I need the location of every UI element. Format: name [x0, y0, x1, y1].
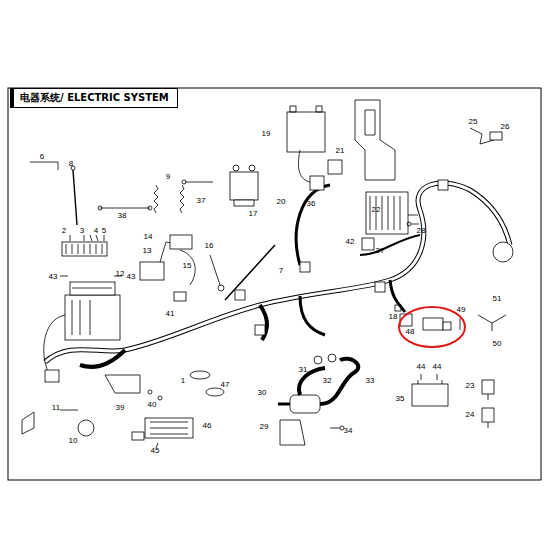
callout-number: 45: [151, 446, 160, 455]
callout-number: 51: [493, 294, 502, 303]
callout-number: 37: [197, 196, 206, 205]
callout-number: 13: [143, 246, 152, 255]
callout-number: 43: [49, 272, 58, 281]
callout-number: 50: [493, 339, 502, 348]
callout-number: 18: [389, 312, 398, 321]
callout-number: 28: [417, 226, 426, 235]
callout-number: 24: [466, 410, 475, 419]
callout-number: 49: [457, 305, 466, 314]
callout-number: 8: [69, 159, 73, 168]
callout-number: 43: [127, 272, 136, 281]
callout-number: 16: [205, 241, 214, 250]
callout-number: 1: [181, 376, 185, 385]
callout-number: 9: [166, 172, 170, 181]
callout-number: 34: [344, 426, 353, 435]
diagram-title: 电器系统/ ELECTRIC SYSTEM: [20, 92, 169, 103]
callout-number: 44: [417, 362, 426, 371]
callout-number: 15: [183, 261, 192, 270]
callout-number: 12: [116, 269, 125, 278]
callout-number: 30: [258, 388, 267, 397]
callout-number: 2: [62, 226, 66, 235]
callout-number: 6: [40, 152, 44, 161]
callout-number: 20: [277, 197, 286, 206]
callout-number: 41: [166, 309, 175, 318]
callout-number: 14: [144, 232, 153, 241]
callout-number: 31: [299, 365, 308, 374]
callout-number: 32: [323, 376, 332, 385]
callout-number: 29: [260, 422, 269, 431]
callout-number: 23: [466, 381, 475, 390]
callout-number: 27: [376, 246, 385, 255]
callout-number: 46: [203, 421, 212, 430]
callout-number: 11: [52, 403, 60, 412]
callout-number: 35: [396, 394, 405, 403]
callout-number: 44: [433, 362, 442, 371]
title-box: 电器系统/ ELECTRIC SYSTEM: [10, 88, 178, 108]
callout-number: 7: [279, 266, 283, 275]
callout-number: 21: [336, 146, 345, 155]
callout-number: 5: [102, 226, 106, 235]
callout-number: 10: [69, 436, 78, 445]
callout-number: 47: [221, 380, 230, 389]
callout-number: 19: [262, 129, 271, 138]
callout-number: 38: [118, 211, 127, 220]
callout-number: 39: [116, 403, 125, 412]
callout-number: 26: [501, 122, 510, 131]
callout-number: 22: [372, 205, 381, 214]
callout-number: 36: [307, 199, 316, 208]
callout-number: 25: [469, 117, 478, 126]
callout-number: 17: [249, 209, 258, 218]
callout-number: 42: [346, 237, 355, 246]
callout-number: 40: [148, 400, 157, 409]
callout-number: 33: [366, 376, 375, 385]
callout-number: 4: [94, 226, 98, 235]
callout-number: 3: [80, 226, 84, 235]
callout-number: 48: [406, 327, 415, 336]
